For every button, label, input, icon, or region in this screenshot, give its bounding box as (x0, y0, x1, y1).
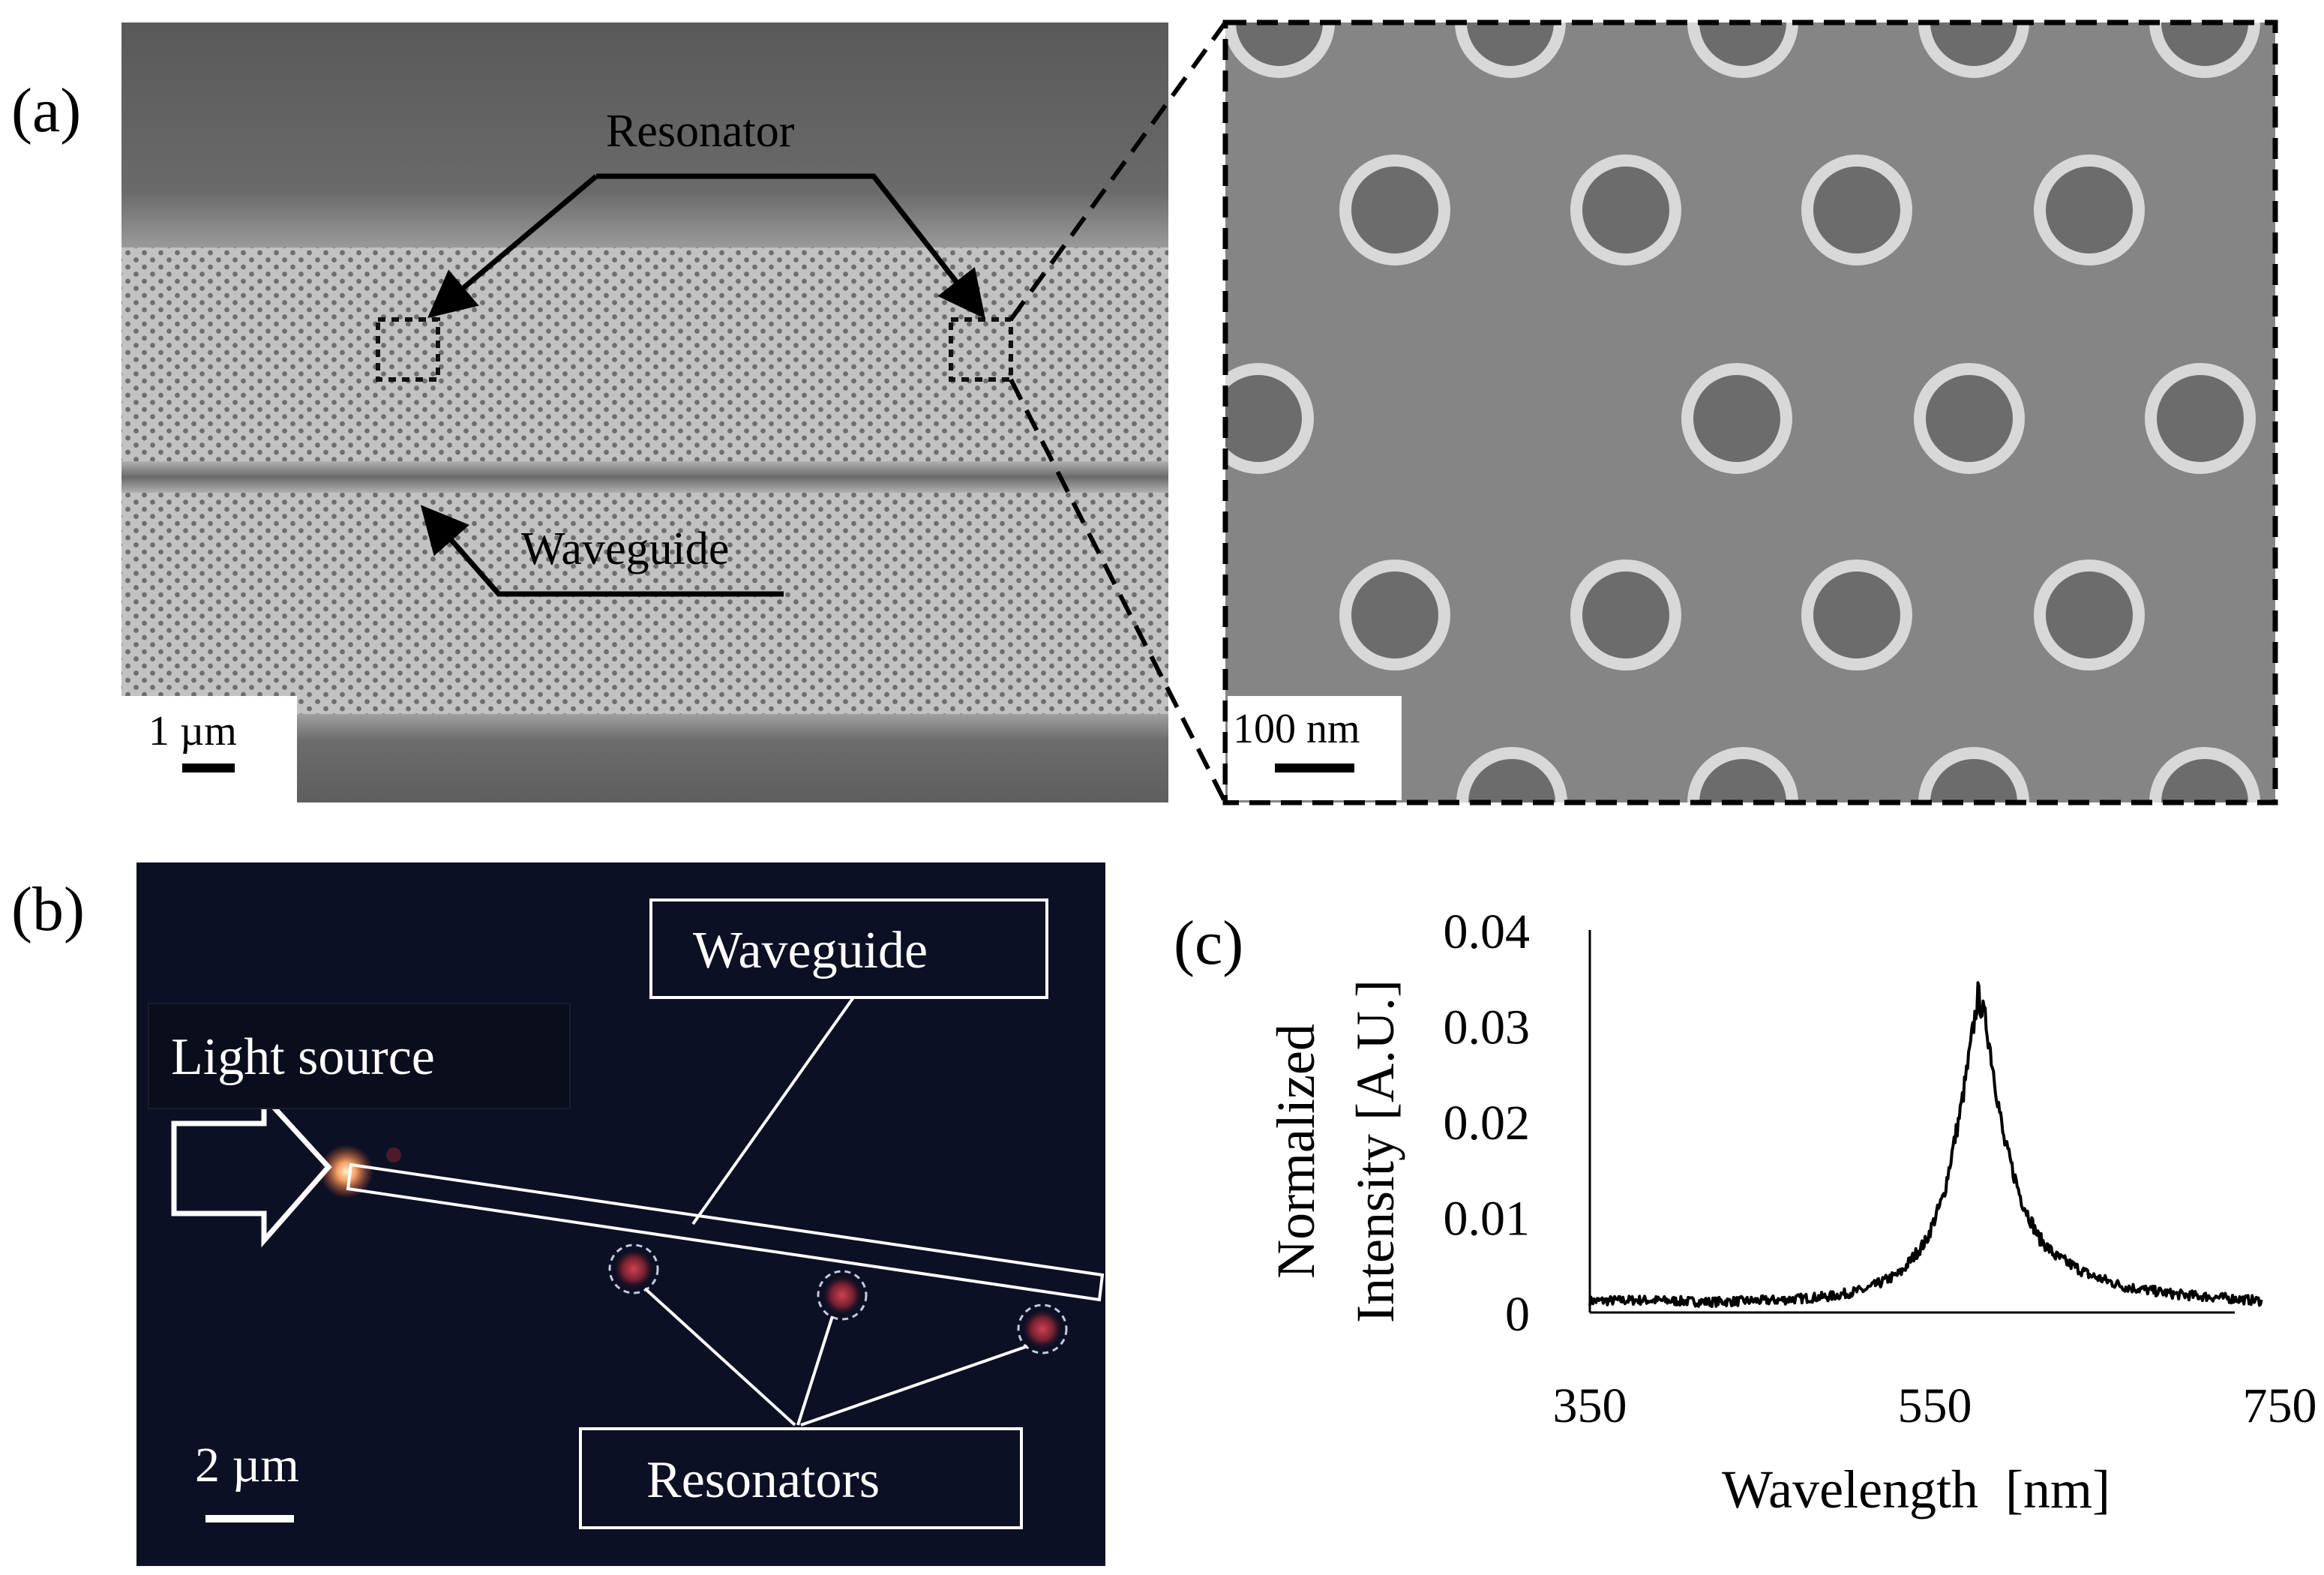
waveguide-arrow (420, 505, 784, 597)
fluorescence-image (136, 862, 1105, 1566)
panel-b: (b) Light source Waveguide Resonators 2 (11, 862, 1105, 1566)
panel-c: (c) Normalized Intensity [A.U.] 0 0.01 0.0… (1174, 904, 2317, 1520)
pore-ring-0-0 (1225, 22, 1335, 78)
waveguide-label-a: Waveguide (521, 524, 729, 574)
pore-ring-2-2 (1914, 363, 2025, 474)
resonator-arrow (427, 174, 598, 319)
scale-label-1um: 1 µm (148, 708, 237, 754)
pore-ring-2-0 (1225, 363, 1314, 474)
resonator-1 (614, 1250, 653, 1288)
pore-ring-0-1 (1455, 22, 1566, 78)
resonators-label: Resonators (646, 1451, 880, 1509)
pore-ring-4-1 (1687, 747, 1798, 802)
y-tick-label: 0.04 (1444, 904, 1531, 959)
light-source-arrow-icon (171, 1089, 332, 1248)
scale-label-2um: 2 µm (195, 1438, 299, 1492)
x-tick-label: 550 (1898, 1378, 1972, 1433)
panel-b-label: (b) (11, 874, 85, 944)
y-tick-label: 0.03 (1444, 1000, 1531, 1055)
pore-ring-1-2 (1801, 154, 1912, 266)
y-axis-label-line2: Intensity [A.U.] (1345, 980, 1405, 1323)
resonator-box-right (949, 317, 1013, 382)
waveguide-outline (346, 1162, 1105, 1302)
pore-ring-0-3 (1918, 22, 2029, 78)
pore-ring-3-1 (1570, 560, 1681, 670)
spectrum-series-0 (1588, 981, 2263, 1308)
y-tick-label: 0.01 (1444, 1192, 1531, 1246)
x-axis-label: Wavelength [nm] (1722, 1460, 2110, 1520)
y-tick-label: 0 (1505, 1287, 1530, 1342)
zoom-connector-bottom (1009, 378, 1228, 804)
panel-a-label: (a) (11, 76, 81, 146)
pore-ring-3-2 (1801, 560, 1912, 670)
panel-c-label: (c) (1174, 908, 1243, 978)
x-tick-label: 750 (2243, 1378, 2317, 1433)
sem-image-zoom: 100 nm (1222, 20, 2278, 806)
sem-image-left: Resonator Waveguide 1 µm (121, 22, 1168, 802)
pore-ring-4-3 (2149, 747, 2260, 802)
resonator-3 (1023, 1310, 1062, 1348)
zoom-connector-top (1009, 21, 1228, 321)
waveguide-leader-line (691, 996, 855, 1226)
resonator-2 (823, 1276, 862, 1315)
scale-bar-100nm (1275, 764, 1354, 772)
y-axis-label-line1: Normalized (1266, 1024, 1326, 1279)
pore-ring-0-2 (1687, 22, 1798, 78)
waveguide-label-b: Waveguide (693, 922, 928, 980)
pore-ring-0-4 (2149, 22, 2260, 78)
pore-ring-1-0 (1339, 154, 1450, 266)
pore-ring-2-3 (2145, 363, 2256, 474)
light-source-glow (319, 1144, 373, 1198)
pore-ring-3-3 (2034, 560, 2145, 670)
resonator-label: Resonator (606, 106, 795, 157)
pore-ring-2-1 (1681, 363, 1792, 474)
pore-ring-4-2 (1918, 747, 2029, 802)
spectrum-chart: 0 0.01 0.02 0.03 0.04 350 550 750 (1444, 904, 2317, 1433)
pore-ring-1-3 (2034, 154, 2145, 266)
pore-ring-4-0 (1456, 747, 1567, 802)
y-tick-label: 0.02 (1444, 1096, 1531, 1150)
scale-bar-1um (182, 764, 235, 772)
panel-a: (a) Resonator Waveguide 1 µm (11, 20, 2278, 806)
pore-ring-1-1 (1570, 154, 1681, 266)
light-source-label: Light source (171, 1028, 435, 1086)
pore-ring-3-0 (1339, 560, 1450, 670)
resonator-box-left (376, 317, 440, 382)
x-tick-label: 350 (1553, 1378, 1627, 1433)
scale-label-100nm: 100 nm (1233, 706, 1360, 752)
scale-bar-2um (205, 1515, 294, 1522)
